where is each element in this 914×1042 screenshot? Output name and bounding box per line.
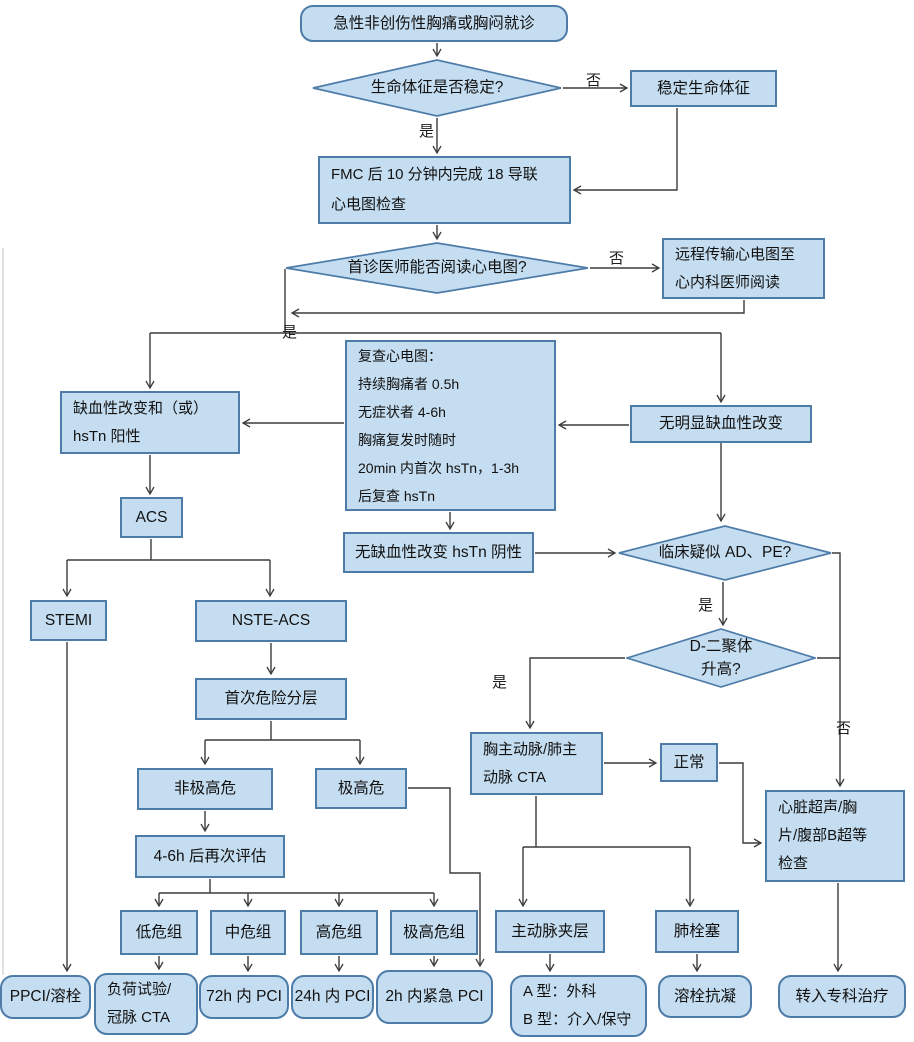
node-acs: ACS	[120, 497, 183, 538]
node-vitals-decision: 生命体征是否稳定?	[312, 59, 562, 117]
node-normal: 正常	[660, 743, 718, 782]
node-very-high-label: 极高危	[337, 779, 385, 797]
node-recheck-label: 复查心电图： 持续胸痛者 0.5h 无症状者 4-6h 胸痛复发时随时 20mi…	[358, 347, 520, 504]
node-ppci-label: PPCI/溶栓	[9, 988, 82, 1006]
node-ppci: PPCI/溶栓	[0, 975, 91, 1019]
node-type-ab-label: A 型：外科 B 型：介入/保守	[523, 983, 632, 1028]
node-ddimer-decision: D-二聚体 升高?	[626, 628, 816, 688]
edge-normal-echo	[719, 762, 763, 848]
node-non-very-high-label: 非极高危	[173, 780, 236, 798]
edge-stabilize-fmc	[572, 108, 678, 195]
node-high-risk-label: 高危组	[315, 923, 363, 941]
node-specialist-care: 转入专科治疗	[778, 975, 906, 1018]
node-type-ab-treatment: A 型：外科 B 型：介入/保守	[510, 975, 647, 1037]
node-ddimer-label: D-二聚体 升高?	[689, 637, 753, 678]
node-non-very-high-risk: 非极高危	[137, 768, 273, 810]
edge-veryhigh-pci2	[408, 787, 485, 968]
node-stemi: STEMI	[30, 600, 107, 641]
node-very-high-risk-group-label: 极高危组	[402, 923, 465, 941]
node-ischemia-positive: 缺血性改变和（或） hsTn 阳性	[60, 391, 240, 454]
node-very-high-risk: 极高危	[315, 768, 407, 809]
node-suspect-label: 临床疑似 AD、PE?	[658, 544, 792, 562]
node-stabilize: 稳定生命体征	[630, 70, 777, 107]
edge-label-suspect-no: 否	[836, 720, 852, 737]
node-pci-72h-label: 72h 内 PCI	[206, 988, 282, 1006]
node-no-ischemia-label: 无明显缺血性改变	[658, 415, 783, 433]
node-mid-risk-group: 中危组	[210, 910, 286, 955]
node-stemi-label: STEMI	[44, 611, 93, 629]
node-pci-72h: 72h 内 PCI	[199, 975, 289, 1019]
node-very-high-risk-group: 极高危组	[390, 910, 478, 955]
node-aorta-cta: 胸主动脉/肺主 动脉 CTA	[470, 732, 603, 795]
node-acs-label: ACS	[135, 508, 168, 526]
node-no-ischemia: 无明显缺血性改变	[630, 405, 812, 443]
diamond-shape	[312, 59, 562, 117]
node-recheck-ecg: 复查心电图： 持续胸痛者 0.5h 无症状者 4-6h 胸痛复发时随时 20mi…	[345, 340, 556, 511]
node-specialist-label: 转入专科治疗	[795, 987, 889, 1005]
node-remote-label: 远程传输心电图至 心内科医师阅读	[675, 245, 796, 291]
edge-label-ddimer-yes: 是	[492, 674, 508, 691]
node-nste-acs: NSTE-ACS	[195, 600, 347, 642]
node-thrombolysis: 溶栓抗凝	[658, 975, 752, 1018]
node-suspect-ad-pe-decision: 临床疑似 AD、PE?	[618, 525, 832, 581]
node-vitals-label: 生命体征是否稳定?	[370, 79, 504, 97]
node-pci-24h: 24h 内 PCI	[291, 975, 374, 1019]
node-low-risk-group: 低危组	[120, 910, 198, 955]
edge-label-suspect-yes: 是	[698, 597, 714, 614]
node-stress-test: 负荷试验/ 冠脉 CTA	[94, 973, 198, 1035]
diamond-shape	[618, 525, 832, 581]
node-hstn-negative-label: 无缺血性改变 hsTn 阴性	[354, 543, 523, 561]
node-low-risk-label: 低危组	[135, 923, 183, 941]
node-echo-label: 心脏超声/胸 片/腹部B超等 检查	[778, 799, 868, 872]
node-ischemia-label: 缺血性改变和（或） hsTn 阳性	[73, 399, 209, 445]
node-risk-stratify-label: 首次危险分层	[224, 690, 318, 708]
edge-suspect-no-echo	[832, 552, 845, 788]
node-echo-exams: 心脏超声/胸 片/腹部B超等 检查	[765, 790, 905, 882]
edge-ddimer-yes-cta	[525, 657, 625, 730]
node-stress-test-label: 负荷试验/ 冠脉 CTA	[107, 981, 172, 1026]
node-fmc-label: FMC 后 10 分钟内完成 18 导联 心电图检查	[331, 166, 538, 213]
diamond-shape	[626, 628, 816, 688]
node-high-risk-group: 高危组	[300, 910, 378, 955]
node-pci-24h-label: 24h 内 PCI	[294, 988, 371, 1006]
node-reassess: 4-6h 后再次评估	[135, 835, 285, 878]
edge-label-vitals-yes: 是	[419, 123, 435, 140]
node-start: 急性非创伤性胸痛或胸闷就诊	[300, 5, 568, 42]
edge-label-read-no: 否	[609, 250, 625, 267]
node-hstn-negative: 无缺血性改变 hsTn 阴性	[343, 532, 534, 573]
edge-label-read-yes: 是	[282, 324, 298, 341]
node-fmc-ecg: FMC 后 10 分钟内完成 18 导联 心电图检查	[318, 156, 571, 224]
node-pe-label: 肺栓塞	[673, 922, 721, 940]
node-nste-acs-label: NSTE-ACS	[231, 612, 311, 630]
node-pci-2h-label: 2h 内紧急 PCI	[385, 988, 484, 1006]
node-pci-2h: 2h 内紧急 PCI	[376, 970, 493, 1024]
node-dissection-label: 主动脉夹层	[511, 922, 589, 940]
node-normal-label: 正常	[673, 753, 705, 771]
edge-remote-rejoin	[290, 300, 745, 318]
diamond-shape	[285, 242, 589, 294]
node-read-ecg-label: 首诊医师能否阅读心电图?	[347, 259, 527, 277]
edge-label-vitals-no: 否	[586, 72, 602, 89]
node-remote-transmit: 远程传输心电图至 心内科医师阅读	[662, 238, 825, 299]
node-mid-risk-label: 中危组	[224, 923, 272, 941]
node-thrombolysis-label: 溶栓抗凝	[673, 987, 736, 1005]
node-aortic-dissection: 主动脉夹层	[495, 910, 605, 953]
node-reassess-label: 4-6h 后再次评估	[153, 847, 267, 865]
node-aorta-cta-label: 胸主动脉/肺主 动脉 CTA	[483, 740, 578, 786]
node-stabilize-label: 稳定生命体征	[656, 79, 750, 97]
node-pulmonary-embolism: 肺栓塞	[655, 910, 739, 953]
node-read-ecg-decision: 首诊医师能否阅读心电图?	[285, 242, 589, 294]
node-risk-stratify: 首次危险分层	[195, 678, 347, 720]
node-start-label: 急性非创伤性胸痛或胸闷就诊	[333, 14, 535, 32]
